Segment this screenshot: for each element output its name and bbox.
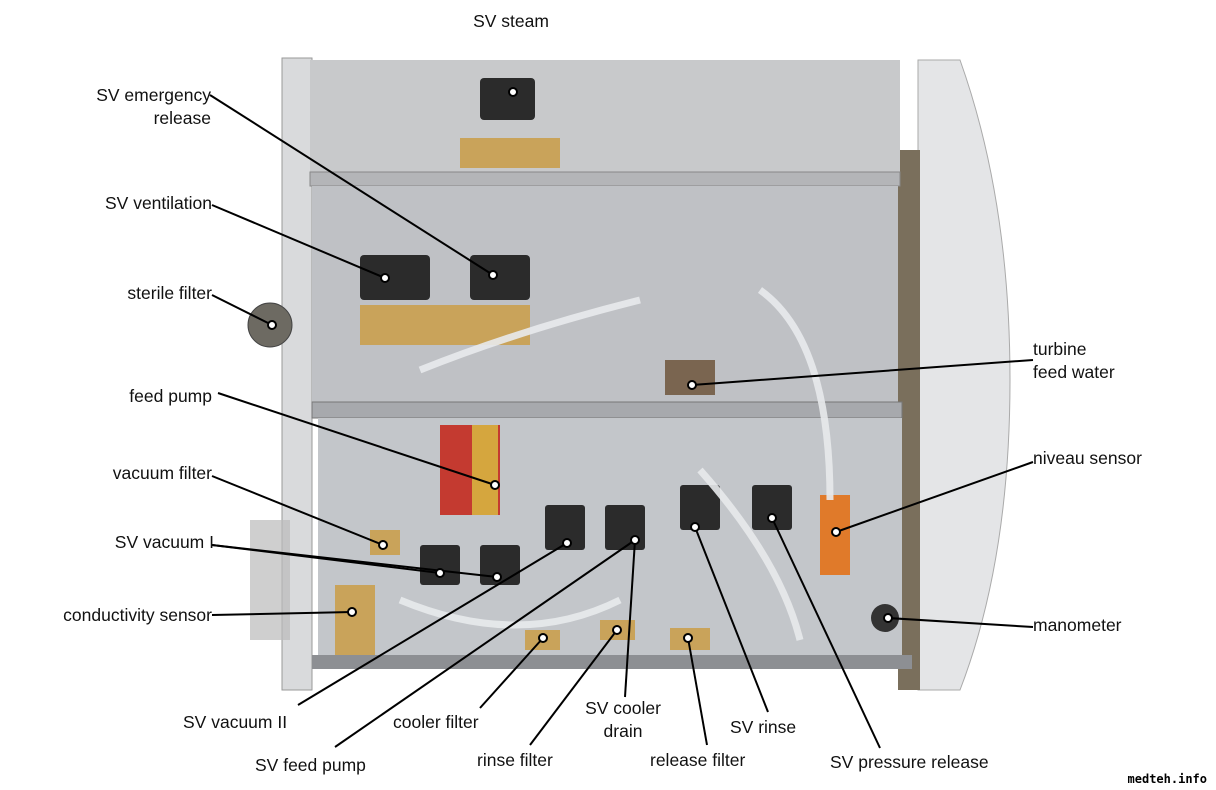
label-line: drain: [603, 721, 643, 741]
label-sv-cooler-drain: SV cooler drain: [573, 697, 673, 743]
hose: [250, 520, 290, 640]
label-line: SV emergency: [96, 85, 211, 105]
label-feed-pump: feed pump: [129, 386, 212, 406]
label-line: SV cooler: [585, 698, 661, 718]
right-frame: [898, 150, 920, 690]
label-sv-rinse: SV rinse: [730, 717, 797, 737]
label-sv-pressure-release: SV pressure release: [830, 752, 989, 772]
label-manometer: manometer: [1033, 615, 1122, 635]
label-line: feed water: [1033, 362, 1115, 382]
label-sv-emergency-release: SV emergency release: [0, 84, 211, 130]
label-sv-ventilation: SV ventilation: [104, 193, 212, 213]
label-sv-vacuum-2: SV vacuum II: [183, 712, 288, 732]
label-conductivity-sensor: conductivity sensor: [63, 605, 212, 625]
label-sterile-filter: sterile filter: [127, 283, 212, 303]
watermark: medteh.info: [1124, 772, 1210, 786]
label-sv-steam: SV steam: [473, 11, 549, 31]
label-release-filter: release filter: [650, 750, 746, 770]
label-sv-vacuum-1: SV vacuum I: [114, 532, 214, 552]
leader-lines: [209, 94, 1034, 749]
label-cooler-filter: cooler filter: [393, 712, 479, 732]
label-turbine-feed-water: turbine feed water: [1033, 338, 1115, 384]
label-sv-feed-pump: SV feed pump: [255, 755, 366, 775]
label-vacuum-filter: vacuum filter: [112, 463, 212, 483]
label-line: release: [153, 108, 211, 128]
label-rinse-filter: rinse filter: [477, 750, 553, 770]
right-side-panel: [917, 59, 1011, 691]
top-plate: [310, 60, 900, 185]
label-line: turbine: [1033, 339, 1087, 359]
label-niveau-sensor: niveau sensor: [1033, 448, 1142, 468]
